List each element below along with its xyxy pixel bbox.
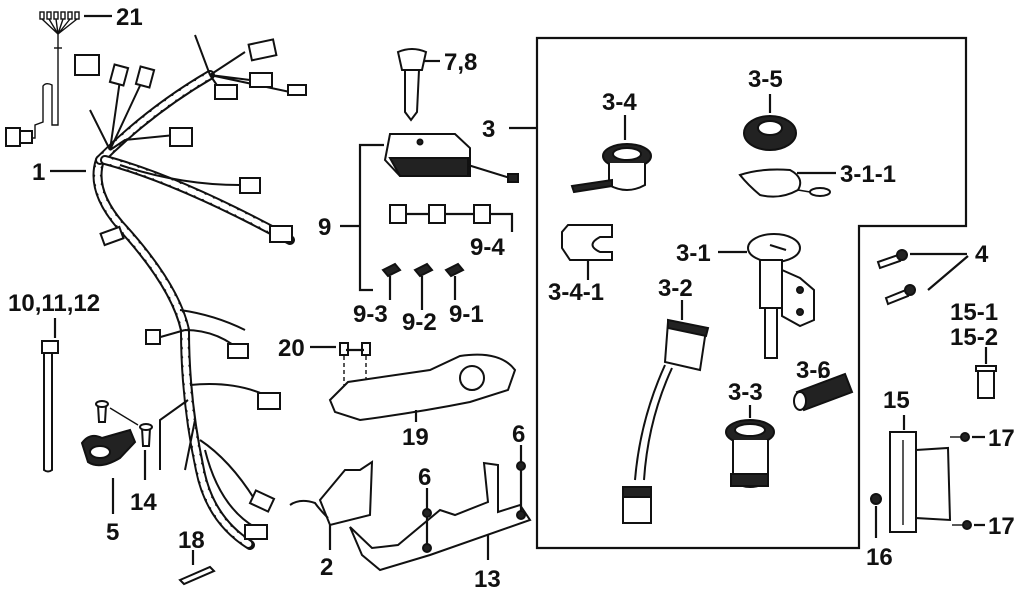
spring-3-6 bbox=[793, 372, 854, 412]
key-7-8 bbox=[396, 48, 428, 122]
bolt-6a bbox=[422, 488, 432, 553]
fuses-9 bbox=[381, 262, 465, 310]
lock-set-group-frame bbox=[535, 36, 968, 550]
ignition-switch-3-1 bbox=[747, 233, 815, 359]
plate-19-hole bbox=[459, 365, 485, 391]
callout-15: 15 bbox=[883, 387, 910, 414]
callout-10-11-12: 10,11,12 bbox=[8, 290, 100, 317]
mounting-bracket-13 bbox=[349, 461, 532, 572]
sub-harness-21 bbox=[5, 11, 80, 147]
callout-3-2: 3-2 bbox=[658, 275, 693, 302]
callout-15-2: 15-2 bbox=[950, 324, 998, 351]
callout-3-4: 3-4 bbox=[602, 89, 637, 116]
callout-15-1: 15-1 bbox=[950, 299, 998, 326]
bolts-14 bbox=[95, 400, 153, 447]
callout-14: 14 bbox=[130, 489, 157, 516]
lock-cylinder-3-3 bbox=[725, 419, 775, 488]
bolts-4 bbox=[876, 249, 969, 306]
callout-9-2: 9-2 bbox=[402, 309, 437, 336]
callout-13: 13 bbox=[474, 566, 501, 592]
callout-7-8: 7,8 bbox=[444, 49, 477, 76]
callout-2: 2 bbox=[320, 554, 333, 581]
callout-3-4-1: 3-4-1 bbox=[548, 279, 604, 306]
bolts-17 bbox=[950, 432, 985, 530]
callout-5: 5 bbox=[106, 519, 119, 546]
callout-4: 4 bbox=[975, 241, 989, 268]
callout-18: 18 bbox=[178, 527, 205, 554]
callout-6a: 6 bbox=[418, 464, 431, 491]
callout-3-3: 3-3 bbox=[728, 379, 763, 406]
callout-9-1: 9-1 bbox=[449, 301, 484, 328]
lock-cap-3-5 bbox=[743, 115, 797, 151]
switch-connector-3-2 bbox=[622, 318, 710, 524]
callout-3-1-1: 3-1-1 bbox=[840, 161, 896, 188]
callout-1: 1 bbox=[32, 159, 45, 186]
fuse-15-1-15-2 bbox=[975, 365, 997, 399]
callout-9-4: 9-4 bbox=[470, 234, 505, 261]
relays-9-4 bbox=[389, 204, 514, 232]
callout-16: 16 bbox=[866, 544, 893, 571]
pin-18 bbox=[178, 565, 216, 586]
cable-tie-10-11-12 bbox=[41, 340, 59, 473]
callout-9-3: 9-3 bbox=[353, 301, 388, 328]
main-wire-harness-1 bbox=[74, 34, 307, 550]
callout-9: 9 bbox=[318, 214, 331, 241]
fuse-box-9 bbox=[383, 133, 519, 183]
bolt-6b bbox=[516, 445, 526, 520]
callout-3-6: 3-6 bbox=[796, 357, 831, 384]
nut-16 bbox=[870, 493, 882, 505]
callout-21: 21 bbox=[116, 4, 143, 31]
lock-clip-3-4-1 bbox=[561, 224, 613, 261]
callout-17a: 17 bbox=[988, 425, 1015, 452]
callout-17b: 17 bbox=[988, 513, 1015, 540]
switch-cover-3-1-1 bbox=[738, 168, 831, 198]
rectifier-15 bbox=[889, 431, 952, 533]
callout-19: 19 bbox=[402, 424, 429, 451]
callout-3-1: 3-1 bbox=[676, 240, 711, 267]
bracket-2 bbox=[289, 460, 374, 527]
callout-3: 3 bbox=[482, 116, 495, 143]
callout-20: 20 bbox=[278, 335, 305, 362]
callout-6b: 6 bbox=[512, 421, 525, 448]
sensor-5 bbox=[80, 428, 137, 467]
callout-3-5: 3-5 bbox=[748, 66, 783, 93]
plate-19 bbox=[328, 353, 517, 422]
bracket-9 bbox=[358, 143, 384, 292]
seat-lock-3-4 bbox=[570, 143, 652, 194]
